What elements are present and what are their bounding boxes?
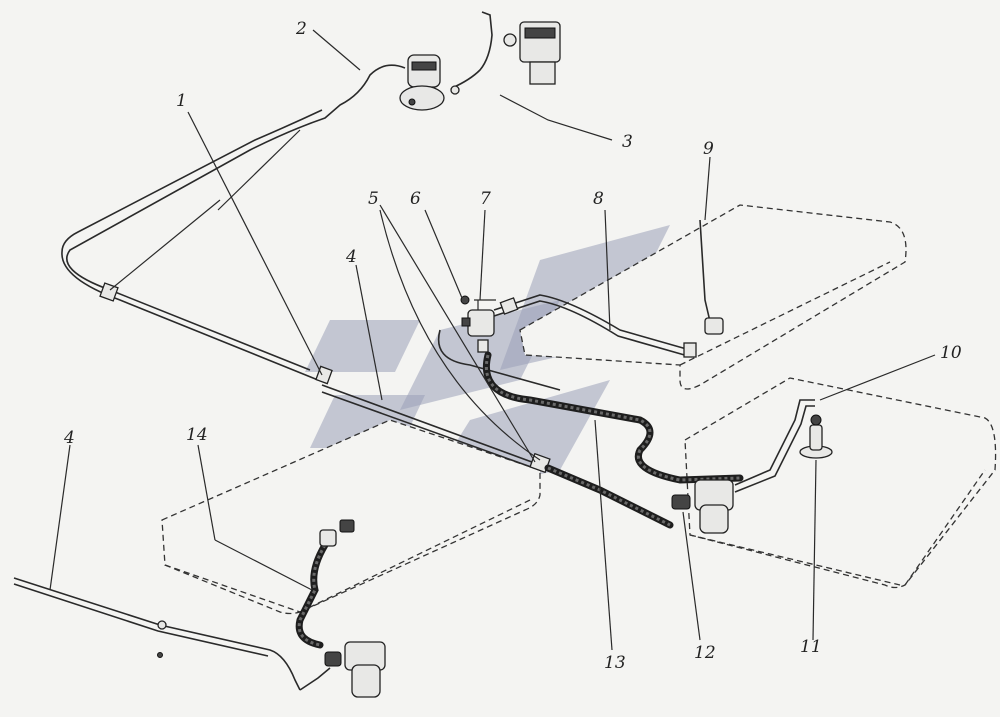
callout-labels: 1 2 3 4 4 5 6 7 8 9 10 11 12 13 14: [63, 19, 962, 673]
callout-4-lower: 4: [63, 428, 75, 448]
callout-10: 10: [940, 343, 962, 363]
fuel-tank-right-upper: [519, 204, 907, 390]
callout-6: 6: [410, 189, 421, 209]
callout-3: 3: [622, 132, 633, 152]
fuel-pipe-5: [544, 464, 674, 529]
fuel-pipe-8: [493, 294, 697, 358]
fuel-pipe-4-lower: [13, 577, 301, 691]
tank-fitting-9: [699, 219, 724, 335]
tank-cap-11: [799, 414, 833, 459]
callout-2: 2: [295, 19, 307, 39]
fuel-pipe-10: [734, 399, 815, 493]
fuel-filter-right: [671, 479, 734, 534]
fuel-hose-13: [437, 329, 744, 484]
callout-leaders: [49, 29, 936, 651]
fuel-pipe-4-upper: [321, 384, 551, 474]
callout-12: 12: [694, 643, 716, 663]
callout-14: 14: [186, 425, 208, 445]
callout-4-upper: 4: [345, 247, 357, 267]
callout-13: 13: [604, 653, 626, 673]
fuel-tap: [460, 295, 496, 353]
fuel-pump: [399, 54, 445, 111]
callout-9: 9: [703, 139, 714, 159]
callout-7: 7: [480, 189, 491, 209]
fuel-hose-14: [295, 519, 355, 649]
callout-11: 11: [800, 637, 822, 657]
fuel-tank-left: [161, 419, 541, 615]
fuel-filter-left: [299, 641, 386, 698]
callout-5: 5: [368, 189, 379, 209]
callout-1: 1: [176, 91, 187, 111]
callout-8: 8: [593, 189, 604, 209]
fuel-tank-right-lower: [684, 377, 997, 589]
fuel-pipe-3: [450, 11, 493, 95]
carburettor: [503, 21, 561, 85]
